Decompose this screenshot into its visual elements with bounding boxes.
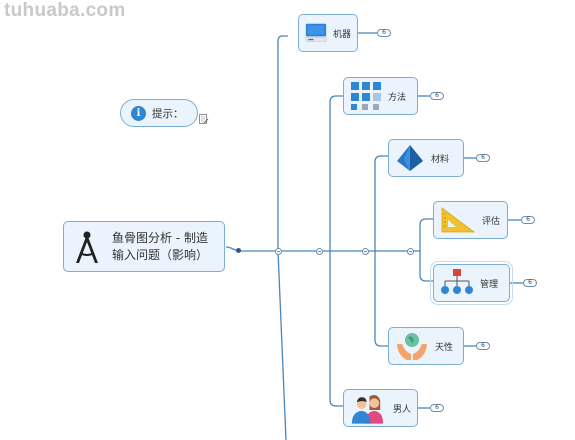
topic-nature-count[interactable]: 6: [476, 342, 490, 350]
topic-machine-count[interactable]: 6: [377, 29, 391, 37]
ruler-triangle-icon: [441, 207, 476, 233]
topic-management-count[interactable]: 6: [523, 279, 537, 287]
central-topic-line1: 鱼骨图分析 - 制造: [112, 230, 208, 245]
people-icon: [351, 395, 384, 424]
topic-evaluation-label: 评估: [482, 216, 501, 227]
topic-machine[interactable]: 机器: [298, 14, 358, 52]
topic-man-count[interactable]: 6: [430, 404, 444, 412]
topic-management-label: 管理: [480, 279, 499, 290]
topic-nature-label: 天性: [435, 342, 454, 353]
grid-icon: [351, 82, 381, 110]
topic-management[interactable]: 管理: [430, 261, 513, 305]
topic-method[interactable]: 方法: [343, 77, 418, 115]
note-icon[interactable]: [199, 114, 209, 125]
topic-material-count[interactable]: 6: [476, 154, 490, 162]
topic-evaluation-count[interactable]: 6: [521, 216, 535, 224]
org-chart-icon: [441, 269, 473, 294]
collapse-toggle-method[interactable]: [315, 247, 323, 255]
watermark: tuhuaba.com: [4, 0, 126, 21]
topic-material-label: 材料: [431, 154, 450, 165]
tip-label: 提示：: [152, 107, 184, 120]
central-topic-line2: 输入问题（影响）: [112, 247, 209, 262]
central-topic[interactable]: 鱼骨图分析 - 制造 输入问题（影响）: [63, 221, 225, 272]
hands-globe-icon: [397, 333, 427, 360]
tip-callout[interactable]: i 提示：: [120, 99, 198, 127]
collapse-toggle-material[interactable]: [361, 247, 369, 255]
topic-evaluation[interactable]: 评估: [433, 201, 508, 239]
compass-icon: [76, 231, 98, 263]
collapse-toggle-machine[interactable]: [274, 247, 282, 255]
spine-start-dot: [236, 248, 241, 253]
topic-material[interactable]: 材料: [388, 139, 464, 177]
computer-icon: [305, 23, 327, 42]
info-icon: i: [131, 105, 146, 121]
pyramid-icon: [397, 145, 423, 171]
topic-man-label: 男人: [392, 404, 411, 415]
topic-method-count[interactable]: 6: [430, 92, 444, 100]
topic-nature[interactable]: 天性: [388, 327, 464, 365]
topic-man[interactable]: 男人: [343, 389, 418, 427]
topic-machine-label: 机器: [332, 29, 351, 40]
collapse-toggle-evaluation[interactable]: [406, 247, 414, 255]
topic-method-label: 方法: [388, 92, 407, 103]
